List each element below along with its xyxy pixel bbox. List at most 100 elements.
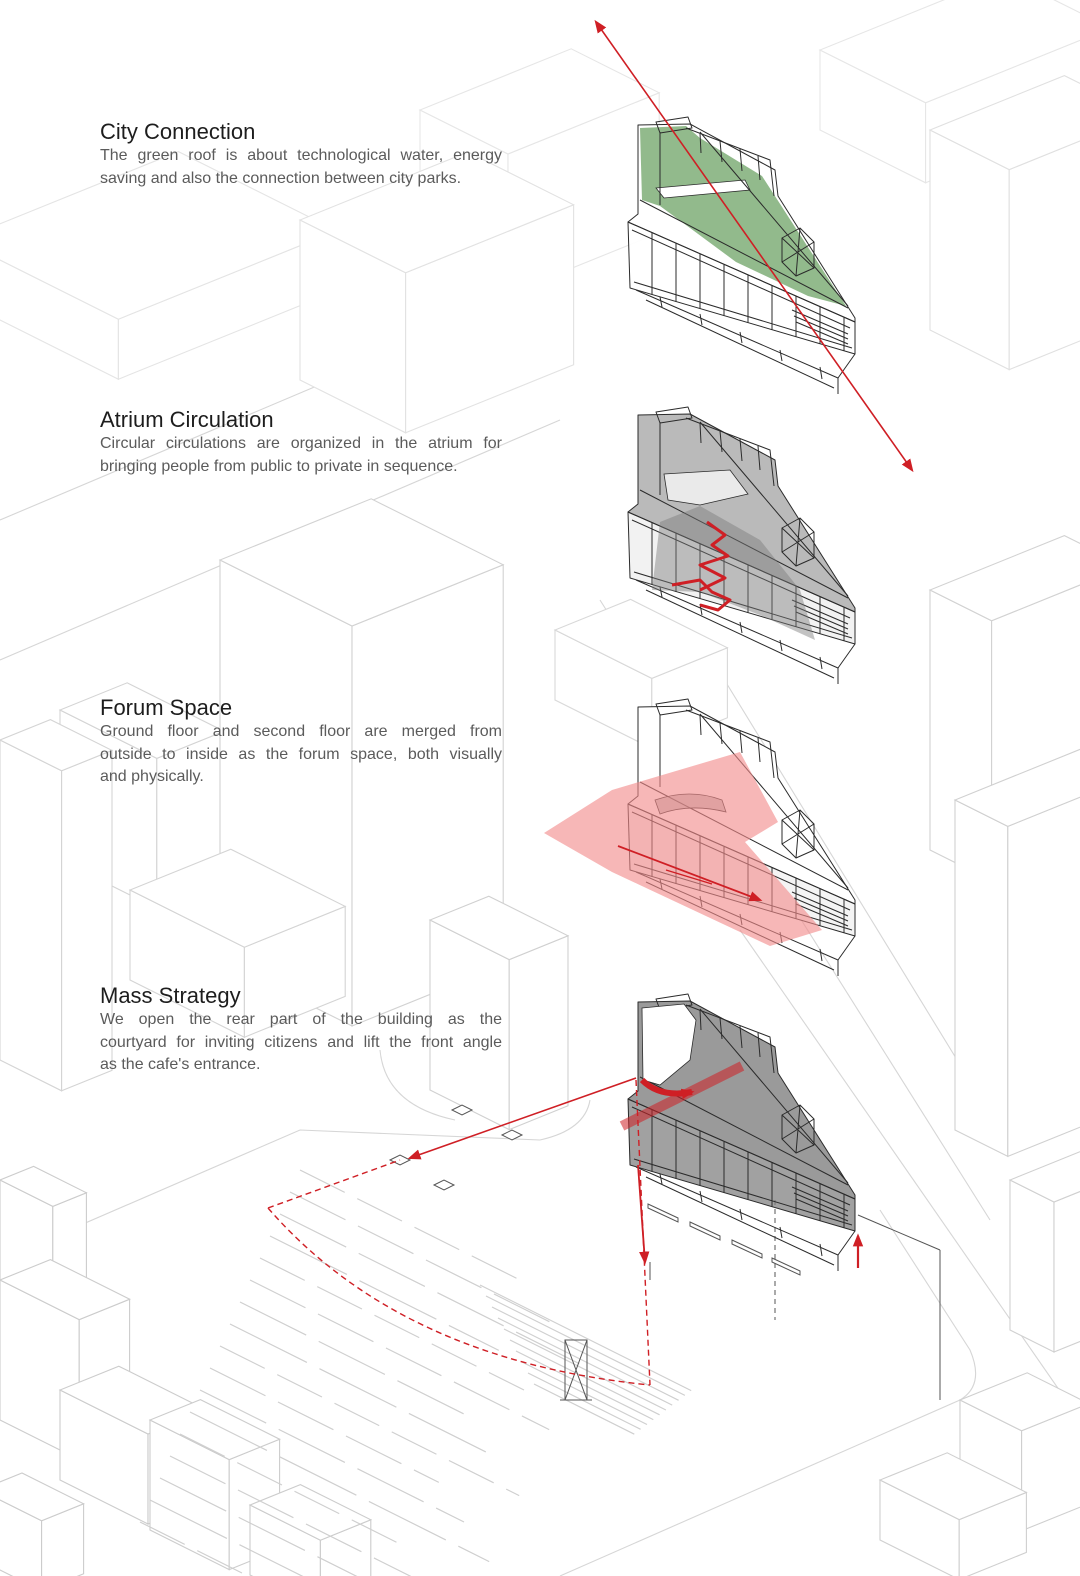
amphitheater-step [515,1350,654,1421]
section-forum-space: Forum Space Ground floor and second floo… [100,695,502,789]
forum-space-building [544,698,856,977]
section-text-line: Ground floor and second floor are merged… [100,723,502,740]
bench [771,1257,801,1276]
plaza-furniture [388,1104,941,1401]
context-building-face [128,848,347,948]
city-connection-volumes [627,116,856,395]
plaza-curb [379,1049,456,1121]
gate-bracing [560,1339,592,1401]
context-building-face [0,1165,88,1208]
plaza-stripe [159,1477,358,1576]
plaza-stripe [279,1213,580,1365]
plaza-stripe [179,1433,410,1549]
context-building-face [0,739,63,1092]
plaza-stripe [259,1257,525,1391]
plaza-curb [539,1099,591,1141]
atrium-void [652,506,815,640]
context-building-face [1008,140,1080,371]
amphitheater-step [485,1295,686,1396]
road-edge [739,929,1080,1421]
context-building-face [218,498,505,627]
amphitheater-step [503,1328,667,1411]
amphitheater-step [479,1284,692,1392]
section-text-line: courtyard for inviting citizens and lift… [100,1033,502,1051]
forum-flow-line [665,869,713,885]
section-title: Mass Strategy [100,983,241,1008]
context-building-face [1053,1190,1080,1353]
bench [647,1203,679,1223]
plaza-paving [139,1169,692,1576]
plaza-stripe [169,1455,412,1576]
plaza-stripe [219,1345,520,1497]
courtyard-flow-arrow [619,1061,745,1131]
plaza-link-arrow [407,1077,637,1160]
context-building-face [953,748,1080,828]
context-building-face [958,1372,1080,1432]
plaza-stripe [289,1191,555,1325]
plaza-stripe [249,1279,550,1431]
amphitheater-step [497,1317,673,1406]
section-text-line: saving and also the connection between c… [100,169,462,187]
manhole-marker [500,1129,524,1141]
context-building-face [878,1452,1028,1521]
context-building-face [928,74,1080,171]
section-text-line: as the cafe's entrance. [100,1056,261,1073]
plaza-stripe [209,1367,440,1483]
mass-strategy-building [267,993,864,1386]
section-mass-strategy: Mass Strategy We open the rear part of t… [100,983,502,1077]
plaza-stripe [199,1389,465,1523]
amphitheater-step [533,1383,635,1435]
context-building-face [1008,1151,1080,1203]
guide-line [649,1214,941,1400]
context-building-face [929,129,1010,371]
section-title: City Connection [100,119,256,144]
plaza-stripe [269,1235,500,1351]
amphitheater-step [509,1339,660,1416]
glass-volume [628,1099,855,1231]
section-text-line: The green roof is about technological wa… [100,147,502,164]
road-edge [699,639,1001,1131]
context-building-face [1021,1406,1080,1532]
city-connection-building [627,116,856,395]
section-text-line: Circular circulations are organized in t… [100,435,502,452]
plaza-stripe [139,1521,250,1576]
context-building-face [954,799,1009,1158]
context-building-face [508,934,569,1131]
amphitheater-step [491,1306,679,1401]
plaza-stripe [229,1323,495,1457]
manhole-marker [432,1179,456,1191]
context-building-face [148,1398,281,1461]
section-text-line: We open the rear part of the building as… [100,1011,502,1028]
amphitheater-step [527,1372,641,1430]
manhole-marker [450,1104,474,1116]
context-building-face [0,1258,131,1321]
context-building-face [248,1483,373,1541]
context-building-face [298,151,575,274]
context-building-face [1009,1179,1055,1353]
context-building-face [1007,796,1080,1158]
context-building-face [428,895,570,961]
plaza-boundary [0,1129,541,1261]
forum-flow-arrow [617,845,763,902]
section-text-line: bringing people from public to private i… [100,457,458,475]
context-building-face [553,598,729,680]
plaza-stripe [189,1411,490,1563]
city-connection-axis-arrow [594,19,914,473]
section-text-line: and physically. [100,768,204,785]
plaza-boundary-dashed [267,1079,651,1386]
bench [731,1239,763,1259]
circulation-route [671,520,732,612]
section-title: Atrium Circulation [100,407,274,432]
section-atrium-circulation: Atrium Circulation Circular circulations… [100,407,502,478]
context-building-face [928,534,1080,622]
plaza-stripe [239,1301,470,1417]
context-building-face [0,1472,85,1522]
section-city-connection: City Connection The green roof is about … [100,119,502,190]
bench [689,1221,721,1241]
section-text-line: outside to inside as the forum space, bo… [100,745,502,763]
plaza-stripe [299,1169,530,1285]
glass-volume [628,512,855,644]
